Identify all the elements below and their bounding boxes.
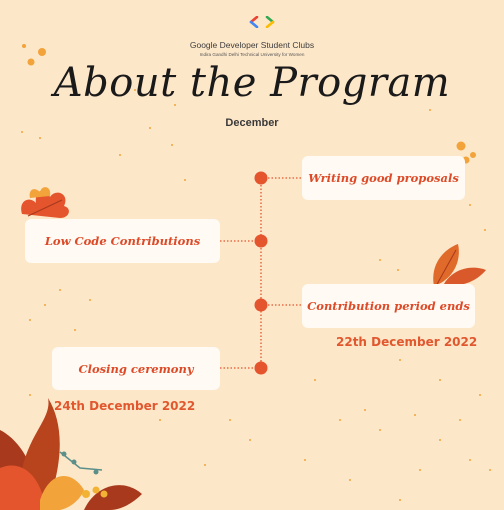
club-name: Google Developer Student Clubs <box>189 40 315 50</box>
gdsc-logo-icon <box>249 16 275 28</box>
page-title: About the Program <box>53 60 451 106</box>
event-label: Low Code Contributions <box>44 234 201 248</box>
foliage-cluster-icon <box>0 398 142 510</box>
timeline-node-3 <box>254 298 268 312</box>
event-card-writing-proposals: Writing good proposals <box>302 156 465 200</box>
event-date: 22th December 2022 <box>336 335 478 349</box>
month-label: December <box>225 117 279 129</box>
timeline-node-4 <box>254 361 268 375</box>
event-card-closing-ceremony: Closing ceremony <box>52 347 220 390</box>
maple-leaf-icon <box>21 187 69 218</box>
university-name: Indira Gandhi Delhi Technical University… <box>199 52 305 57</box>
event-label: Closing ceremony <box>78 361 194 376</box>
timeline-node-1 <box>254 171 268 185</box>
event-label: Writing good proposals <box>308 171 459 185</box>
event-date: 24th December 2022 <box>54 399 196 413</box>
timeline-node-2 <box>254 234 268 248</box>
event-label: Contribution period ends <box>307 299 470 313</box>
leaf-icon <box>433 244 486 287</box>
event-card-contribution-ends: Contribution period ends <box>302 284 475 328</box>
event-card-low-code: Low Code Contributions <box>25 219 220 263</box>
